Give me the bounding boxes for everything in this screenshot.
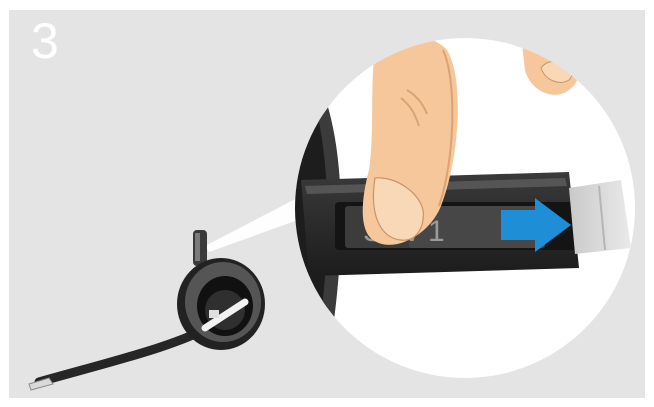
headset [29, 230, 265, 390]
callout-lines [205, 196, 309, 252]
illustration-panel: 3 [9, 10, 645, 398]
headset-illustration: S W 1 [9, 10, 645, 398]
magnifier-circle: S W 1 [259, 33, 635, 398]
